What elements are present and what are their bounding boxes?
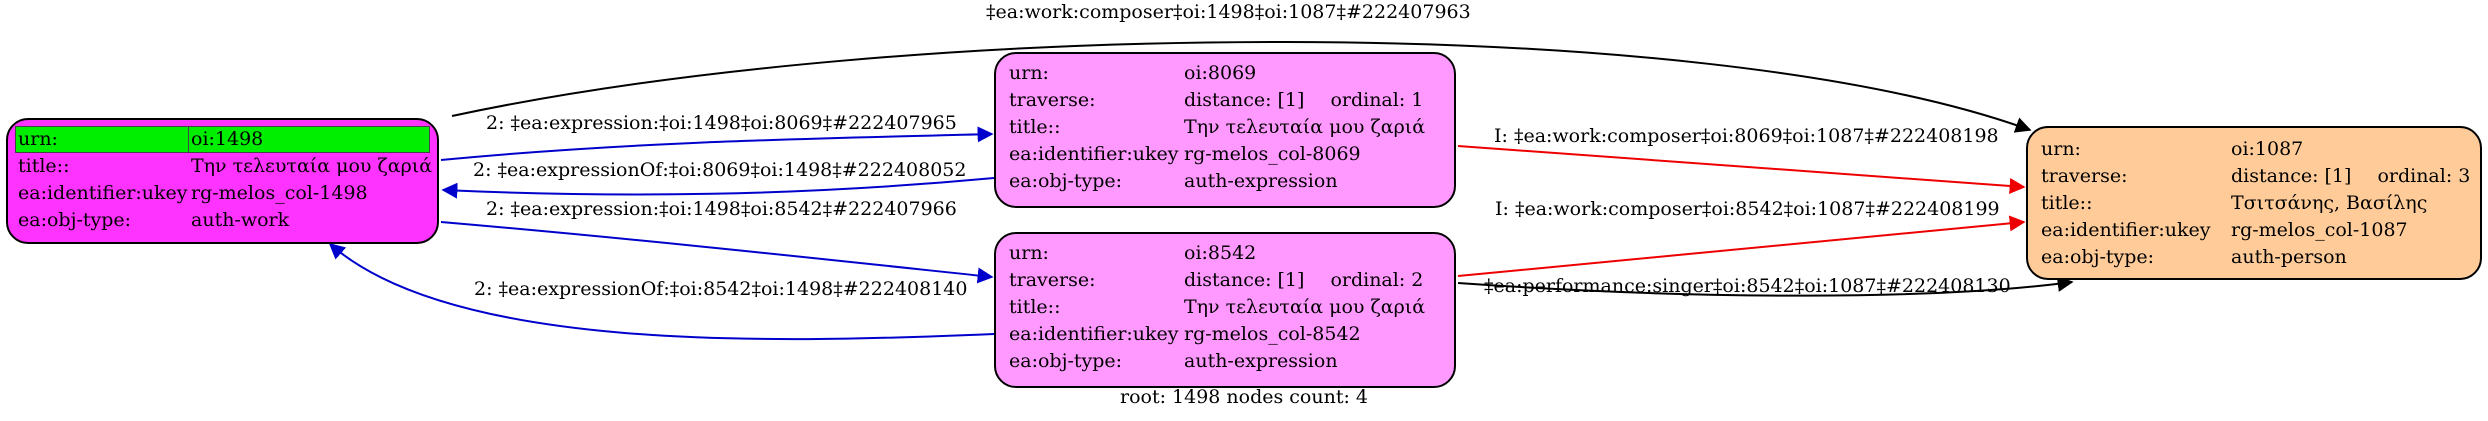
row-value: rg-melos_col-8069 (1184, 143, 1361, 165)
node-row-title: title::Τσιτσάνης, Βασίλης (2041, 190, 2480, 217)
row-key: urn: (2041, 138, 2081, 160)
row-key: ea:obj-type: (18, 209, 132, 231)
row-key: ea:identifier:ukey (1009, 143, 1179, 165)
edge-expressionof-8069 (441, 177, 995, 199)
node-row-traverse: traverse: distance: [1] ordinal: 3 (2041, 163, 2480, 190)
node-row-traverse: traverse: distance: [1] ordinal: 1 (1009, 87, 1454, 114)
row-key: ea:obj-type: (1009, 170, 1123, 192)
row-value: rg-melos_col-8542 (1184, 323, 1361, 345)
row-key: title:: (18, 155, 70, 177)
edge-label-composer-1498: ‡ea:work:composer‡oi:1498‡oi:1087‡#22240… (986, 1, 1471, 23)
row-value: distance: [1] (1184, 89, 1305, 111)
row-key: urn: (1009, 242, 1049, 264)
node-row-obj-type: ea:obj-type: auth-person (2041, 244, 2480, 271)
row-value: rg-melos_col-1087 (2231, 219, 2408, 241)
row-value: Την τελευταία μου ζαριά (1184, 296, 1426, 318)
node-row-urn: urn: oi:1087 (2041, 136, 2480, 163)
node-row-obj-type: ea:obj-type: auth-expression (1009, 168, 1454, 195)
row-value: oi:1087 (2231, 138, 2304, 160)
row-value: auth-work (191, 209, 290, 231)
node-oi-1498[interactable]: urn:oi:1498 title::Την τελευταία μου ζαρ… (6, 118, 439, 244)
node-row-title: title::Την τελευταία μου ζαριά (1009, 114, 1454, 141)
row-value: distance: [1] (1184, 269, 1305, 291)
row-key: ea:obj-type: (2041, 246, 2155, 268)
row-key: title:: (1009, 296, 1061, 318)
row-key: ea:identifier:ukey (2041, 219, 2211, 241)
row-value: auth-expression (1184, 350, 1338, 372)
row-value: distance: [1] (2231, 165, 2352, 187)
row-key: traverse: (2041, 165, 2128, 187)
row-key: ea:identifier:ukey (1009, 323, 1179, 345)
edge-label-composer-8542: I: ‡ea:work:composer‡oi:8542‡oi:1087‡#22… (1495, 198, 2000, 220)
node-row-title: title::Την τελευταία μου ζαριά (1009, 294, 1454, 321)
row-value-ordinal: ordinal: 2 (1330, 269, 1424, 291)
row-value: oi:8542 (1184, 242, 1257, 264)
edge-expression-8542 (440, 221, 994, 284)
row-value: oi:1498 (188, 126, 430, 153)
row-key: title:: (2041, 192, 2093, 214)
edge-label-composer-8069: I: ‡ea:work:composer‡oi:8069‡oi:1087‡#22… (1494, 125, 1999, 147)
graph-footer: root: 1498 nodes count: 4 (1119, 386, 1369, 408)
edge-label-expressionof-8069: 2: ‡ea:expressionOf:‡oi:8069‡oi:1498‡#22… (473, 159, 967, 181)
row-value: rg-melos_col-1498 (191, 182, 368, 204)
row-value: Τσιτσάνης, Βασίλης (2231, 192, 2428, 214)
node-row-title: title::Την τελευταία μου ζαριά (15, 153, 433, 180)
node-oi-8069[interactable]: urn: oi:8069 traverse: distance: [1] ordina… (994, 52, 1456, 208)
row-value-ordinal: ordinal: 1 (1330, 89, 1424, 111)
row-value: Την τελευταία μου ζαριά (191, 155, 433, 177)
edge-label-expressionof-8542: 2: ‡ea:expressionOf:‡oi:8542‡oi:1498‡#22… (474, 278, 968, 300)
node-row-identifier: ea:identifier:ukey rg-melos_col-1087 (2041, 217, 2480, 244)
row-key: traverse: (1009, 269, 1096, 291)
node-row-obj-type: ea:obj-type: auth-expression (1009, 348, 1454, 375)
row-value: oi:8069 (1184, 62, 1257, 84)
row-key: traverse: (1009, 89, 1096, 111)
node-oi-1087[interactable]: urn: oi:1087 traverse: distance: [1] ordina… (2026, 126, 2482, 280)
row-value-ordinal: ordinal: 3 (2377, 165, 2471, 187)
edge-expressionof-8542 (328, 242, 995, 341)
node-row-obj-type: ea:obj-type: auth-work (15, 207, 430, 234)
row-value: auth-expression (1184, 170, 1338, 192)
edge-label-expression-8069: 2: ‡ea:expression:‡oi:1498‡oi:8069‡#2224… (486, 112, 957, 134)
row-key: urn: (15, 126, 188, 153)
node-row-urn: urn:oi:1498 (15, 126, 430, 153)
row-value: Την τελευταία μου ζαριά (1184, 116, 1426, 138)
edge-composer-8069 (1457, 145, 2026, 194)
edge-composer-8542 (1457, 215, 2026, 277)
row-key: urn: (1009, 62, 1049, 84)
edge-label-expression-8542: 2: ‡ea:expression:‡oi:1498‡oi:8542‡#2224… (486, 198, 957, 220)
node-row-urn: urn: oi:8542 (1009, 240, 1454, 267)
node-row-traverse: traverse: distance: [1] ordinal: 2 (1009, 267, 1454, 294)
edge-expression-8069 (440, 126, 994, 161)
node-oi-8542[interactable]: urn: oi:8542 traverse: distance: [1] ordina… (994, 232, 1456, 388)
edge-label-singer-8542: ‡ea:performance:singer‡oi:8542‡oi:1087‡#… (1484, 275, 2011, 297)
row-key: ea:identifier:ukey (18, 182, 188, 204)
edge-singer-8542 (1457, 276, 2074, 297)
row-key: title:: (1009, 116, 1061, 138)
node-row-urn: urn: oi:8069 (1009, 60, 1454, 87)
row-key: ea:obj-type: (1009, 350, 1123, 372)
row-value: auth-person (2231, 246, 2347, 268)
edge-composer-1498 (451, 41, 2032, 133)
